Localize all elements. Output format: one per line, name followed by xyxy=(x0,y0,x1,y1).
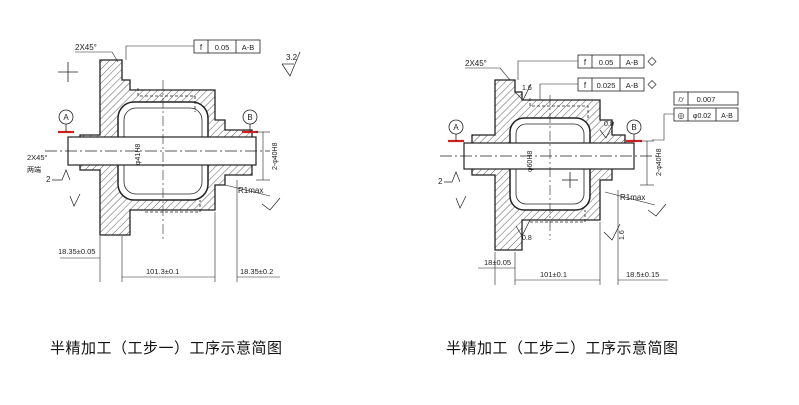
fig1-roughness-symbol: 3.2 xyxy=(281,51,301,77)
svg-text:A-B: A-B xyxy=(242,43,255,52)
figure-1-caption: 半精加工（工步一）工序示意简图 xyxy=(50,339,283,357)
fig1-leader-dashed-2 xyxy=(145,200,201,213)
fig1-chamfer-left: 2X45° xyxy=(27,153,48,162)
svg-text:0.05: 0.05 xyxy=(215,43,230,52)
fig1-datum-b-circle xyxy=(242,109,258,125)
svg-text:3.2: 3.2 xyxy=(286,53,298,62)
fig1-crosshair-icon xyxy=(58,62,78,82)
fig1-leader-dashed xyxy=(137,88,196,112)
fig2-dim-mid: 101±0.1 xyxy=(540,270,567,279)
fig2-datum-b-label: B xyxy=(631,123,636,132)
svg-text:f: f xyxy=(584,58,587,67)
fig1-datum-b-label: B xyxy=(247,113,252,122)
figure-2-caption: 半精加工（工步二）工序示意简图 xyxy=(446,339,679,357)
svg-text:1.6: 1.6 xyxy=(619,230,626,240)
fig2-runout-frame-2: f 0.025 A-B xyxy=(577,77,657,92)
fig2-runout-frame-1: f 0.05 A-B xyxy=(577,54,657,69)
fig2-position-frame: ◎ φ0.02 A-B xyxy=(673,107,739,122)
fig2-datum-a-circle xyxy=(448,119,464,135)
fig2-shaft-dim: 2-φ40H8 xyxy=(656,148,663,176)
figure-2-drawing: A B 2X45° f 0.05 A-B f 0.025 A-B xyxy=(438,54,739,285)
fig1-datum-a-label: A xyxy=(63,113,69,122)
svg-text:f: f xyxy=(200,43,203,52)
fig2-crosshair-icon xyxy=(562,172,578,188)
svg-text:0.025: 0.025 xyxy=(597,81,616,90)
svg-text:0.8: 0.8 xyxy=(604,121,614,128)
figure-1-drawing: A B 2X45° f 0.05 A-B 3.2 φ41H8 2-φ40H8 2… xyxy=(27,39,301,282)
fig1-chamfer-label: 2X45° xyxy=(75,43,97,52)
svg-text:A-B: A-B xyxy=(626,58,639,67)
fig2-roughness-4: 1.6 xyxy=(603,223,626,241)
fig1-bore-dim: φ41H8 xyxy=(135,144,142,165)
fig2-radius-label: R1max xyxy=(620,193,645,202)
svg-text:A-B: A-B xyxy=(721,113,733,120)
fig2-dim-right: 18.5±0.15 xyxy=(626,270,659,279)
svg-text:φ0.02: φ0.02 xyxy=(693,113,711,120)
fig1-shaft-dim: 2-φ40H8 xyxy=(272,142,279,170)
fig2-datum-a-label: A xyxy=(453,123,459,132)
fig2-roughness-3: 0.8 xyxy=(515,219,532,242)
fig2-roughness-2: 0.8 xyxy=(599,121,615,139)
fig1-dim-mid: 101.3±0.1 xyxy=(146,267,179,276)
svg-text:0.8: 0.8 xyxy=(522,235,532,242)
svg-text:⌭: ⌭ xyxy=(678,95,684,104)
fig1-dimensions xyxy=(60,180,280,282)
fig2-small-mark: 2 xyxy=(438,177,443,186)
fig1-runout-frame: f 0.05 A-B xyxy=(193,39,261,54)
fig2-roughness-1: 1.6 xyxy=(514,83,532,101)
fig2-leader-dashed-2 xyxy=(530,210,586,223)
svg-text:0.007: 0.007 xyxy=(697,95,716,104)
fig2-cylindricity-frame: ⌭ 0.007 xyxy=(673,91,739,106)
fig2-dimensions xyxy=(478,190,668,285)
fig1-chamfer-left-note: 两端 xyxy=(27,165,41,174)
fig1-dim-left: 18.35±0.05 xyxy=(58,247,95,256)
fig2-leader-dashed xyxy=(529,98,589,120)
svg-text:1.6: 1.6 xyxy=(522,85,532,92)
fig2-chamfer-label: 2X45° xyxy=(465,59,487,68)
fig2-datum-b-circle xyxy=(626,119,642,135)
svg-text:◎: ◎ xyxy=(678,111,685,120)
svg-text:A-B: A-B xyxy=(626,81,639,90)
fig2-dim-left: 18±0.05 xyxy=(484,258,511,267)
fig1-radius-label: R1max xyxy=(238,186,263,195)
svg-text:0.05: 0.05 xyxy=(599,58,614,67)
fig1-dim-right: 18.35±0.2 xyxy=(240,267,273,276)
fig2-bore-dim: φ60H8 xyxy=(527,151,534,172)
svg-text:f: f xyxy=(584,81,587,90)
fig1-small-mark: 2 xyxy=(46,175,51,184)
fig1-datum-a-circle xyxy=(58,109,74,125)
